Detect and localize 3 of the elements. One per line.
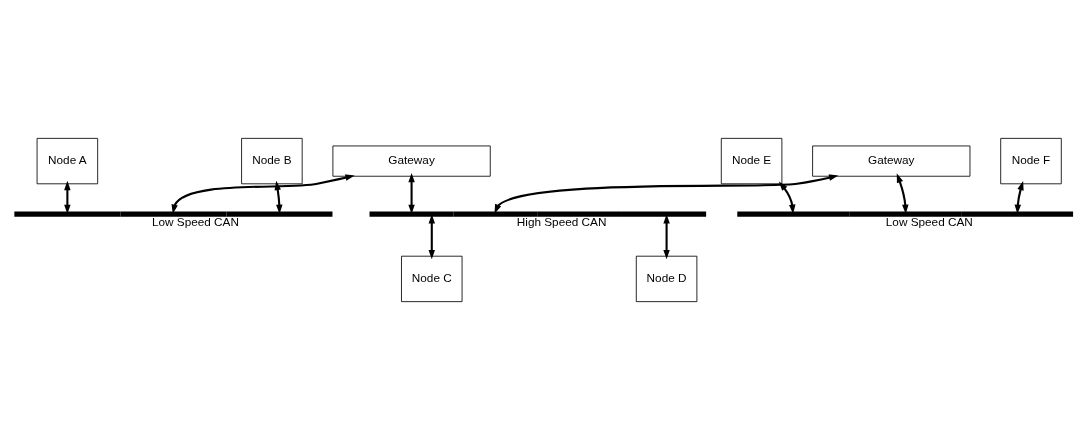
node-label: High Speed CAN bbox=[516, 214, 607, 228]
node-label: Low Speed CAN bbox=[151, 214, 239, 228]
node-label: Low Speed CAN bbox=[885, 214, 973, 228]
